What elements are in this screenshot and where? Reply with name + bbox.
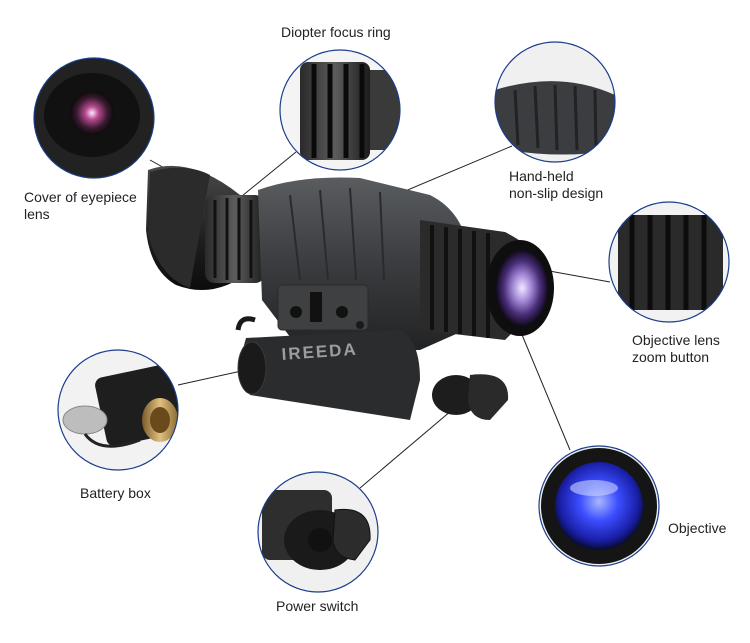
label-text: Objective bbox=[668, 520, 727, 536]
diopter-ring-ridges bbox=[213, 198, 253, 280]
label-hand-held: Hand-held non-slip design bbox=[509, 168, 603, 202]
label-text: Diopter focus ring bbox=[281, 24, 391, 40]
control-slot bbox=[310, 292, 322, 322]
label-objective-lens-zoom-button: Objective lens zoom button bbox=[632, 332, 720, 366]
screw-icon bbox=[356, 321, 364, 329]
label-text-line2: zoom button bbox=[632, 349, 710, 365]
label-power-switch: Power switch bbox=[276, 598, 358, 615]
label-text: Battery box bbox=[80, 485, 151, 501]
objective-lens bbox=[496, 250, 548, 326]
label-text: Power switch bbox=[276, 598, 359, 614]
label-objective: Objective bbox=[668, 520, 726, 537]
leader-diopter bbox=[241, 151, 297, 197]
control-knob-left bbox=[290, 306, 302, 318]
label-text-line2: lens bbox=[24, 206, 50, 222]
leader-lines bbox=[149, 145, 611, 489]
label-text-line1: Cover of eyepiece bbox=[24, 189, 137, 205]
label-battery-box: Battery box bbox=[80, 485, 151, 502]
label-text-line2: non-slip design bbox=[509, 185, 604, 201]
power-switch-base bbox=[432, 375, 480, 415]
battery-cap bbox=[237, 341, 267, 395]
label-text-line1: Objective lens bbox=[632, 332, 720, 348]
callout-diopter bbox=[279, 49, 401, 171]
control-knob-right bbox=[336, 306, 348, 318]
power-switch-knob bbox=[468, 374, 509, 420]
label-cover-of-eyepiece-lens: Cover of eyepiece lens bbox=[24, 189, 137, 223]
callout-objective bbox=[538, 445, 660, 567]
control-plate bbox=[277, 284, 369, 331]
leader-power bbox=[359, 404, 459, 489]
callout-eyepiece bbox=[33, 57, 155, 179]
callout-power bbox=[257, 471, 379, 593]
lanyard-loop bbox=[235, 316, 256, 331]
leader-objective bbox=[519, 329, 571, 451]
callout-zoom bbox=[608, 201, 730, 323]
callout-handheld bbox=[494, 41, 616, 163]
callout-battery bbox=[57, 349, 179, 471]
battery-box bbox=[241, 330, 420, 420]
housing-ridges bbox=[289, 187, 385, 281]
label-text-line1: Hand-held bbox=[509, 168, 574, 184]
night-vision-monocular: IREEDA bbox=[146, 165, 554, 420]
label-diopter-focus-ring: Diopter focus ring bbox=[281, 24, 391, 41]
eyecup-rim bbox=[148, 167, 210, 288]
